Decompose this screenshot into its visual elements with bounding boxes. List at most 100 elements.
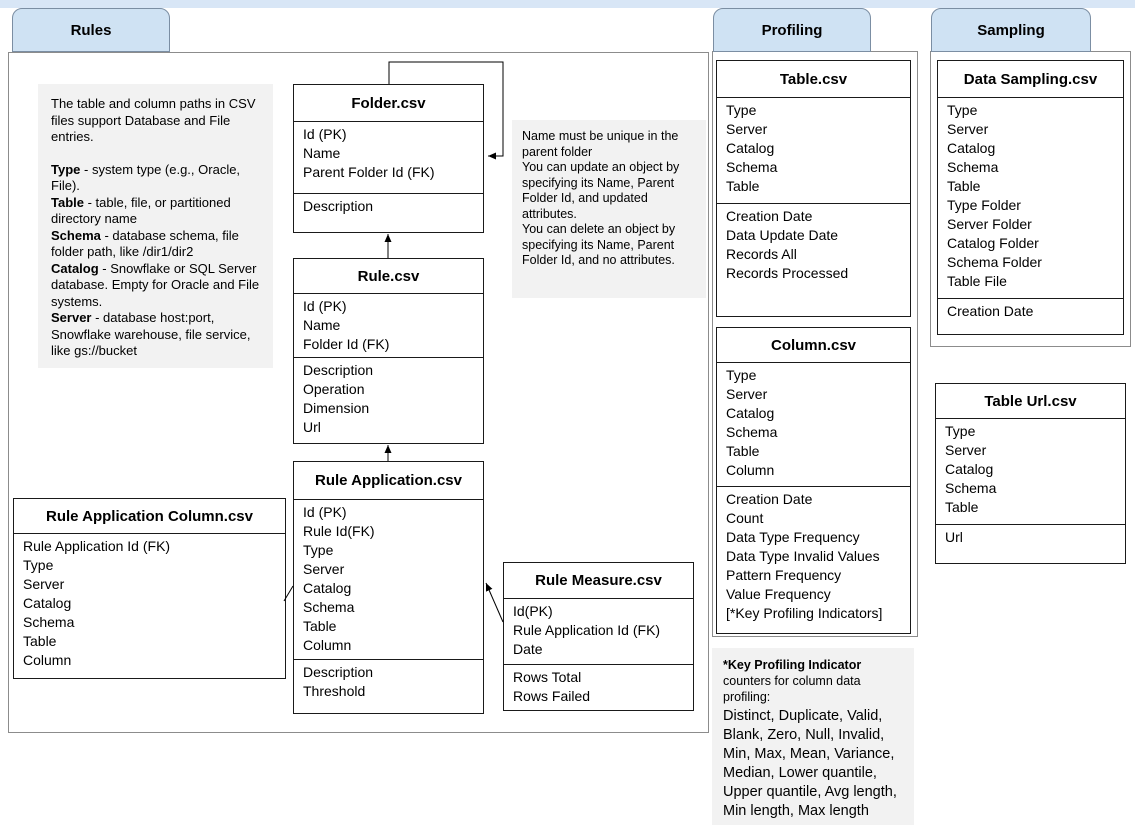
definition-row: Catalog - Snowflake or SQL Server databa… xyxy=(51,260,260,309)
group-tab-sampling: Sampling xyxy=(931,8,1091,52)
note-kpi-subtext: counters for column data profiling: xyxy=(723,674,861,704)
attribute-row: Schema xyxy=(726,159,778,175)
attribute-row: Schema xyxy=(303,599,355,615)
group-tab-profiling: Profiling xyxy=(713,8,871,52)
attribute-row: Table xyxy=(303,618,337,634)
attribute-row: Type xyxy=(23,557,54,573)
entity-column-title: Column.csv xyxy=(717,328,910,363)
attribute-row: Creation Date xyxy=(726,491,813,507)
attribute-row: Table xyxy=(726,178,760,194)
attribute-row: Table xyxy=(23,633,57,649)
definition-row: Server - database host:port, Snowflake w… xyxy=(51,310,251,358)
attribute-row: Url xyxy=(303,419,321,435)
entity-table-url-title: Table Url.csv xyxy=(936,384,1125,419)
attribute-row: Catalog xyxy=(303,580,352,596)
note-kpi-list: Distinct, Duplicate, Valid, Blank, Zero,… xyxy=(723,708,897,819)
attribute-row: Id (PK) xyxy=(303,126,347,142)
attribute-row: [*Key Profiling Indicators] xyxy=(726,605,883,621)
group-tab-profiling-label: Profiling xyxy=(761,21,823,39)
attribute-row: Server xyxy=(303,561,345,577)
attribute-row: Server xyxy=(726,121,768,137)
attribute-row: Type xyxy=(726,102,757,118)
attribute-row: Column xyxy=(23,652,72,668)
attribute-row: Schema Folder xyxy=(947,254,1042,270)
attribute-row: Id (PK) xyxy=(303,504,347,520)
attribute-row: Records Processed xyxy=(726,265,849,281)
attribute-row: Data Type Frequency xyxy=(726,529,860,545)
attribute-row: Catalog xyxy=(726,405,775,421)
attribute-row: Type xyxy=(945,423,976,439)
attribute-row: Data Update Date xyxy=(726,227,839,243)
entity-folder-attrs: Description xyxy=(294,193,483,232)
attribute-row: Creation Date xyxy=(947,303,1034,319)
attribute-row: Table xyxy=(726,443,760,459)
entity-rule-application-column-csv: Rule Application Column.csv Rule Applica… xyxy=(13,498,286,679)
attribute-row: Catalog xyxy=(23,595,72,611)
attribute-row: Operation xyxy=(303,381,365,397)
attribute-row: Folder Id (FK) xyxy=(303,336,390,352)
attribute-row: Schema xyxy=(947,159,999,175)
note-spacer xyxy=(51,146,261,162)
attribute-row: Parent Folder Id (FK) xyxy=(303,164,435,180)
entity-data-sampling-title: Data Sampling.csv xyxy=(938,61,1123,98)
attribute-row: Schema xyxy=(945,480,997,496)
note-csv-paths-definitions: Type - system type (e.g., Oracle, File).… xyxy=(51,162,261,360)
entity-rule-application-title: Rule Application.csv xyxy=(294,462,483,500)
attribute-row: Column xyxy=(303,637,352,653)
attribute-row: Type xyxy=(947,102,978,118)
definition-row: Schema - database schema, file folder pa… xyxy=(51,227,239,260)
group-tab-sampling-label: Sampling xyxy=(977,21,1045,39)
attribute-row: Type xyxy=(303,542,334,558)
attribute-row: Dimension xyxy=(303,400,370,416)
entity-data-sampling-attrs: Creation Date xyxy=(938,298,1123,334)
attribute-row: Column xyxy=(726,462,775,478)
attribute-row: Id(PK) xyxy=(513,603,553,619)
attribute-row: Description xyxy=(303,664,374,680)
entity-rule-measure-keys: Id(PK) Rule Application Id (FK) Date xyxy=(504,599,693,664)
entity-rule-title: Rule.csv xyxy=(294,259,483,294)
definition-row: Table - table, file, or partitioned dire… xyxy=(51,194,231,227)
attribute-row: Type xyxy=(726,367,757,383)
attribute-row: Creation Date xyxy=(726,208,813,224)
note-folder-uniqueness: Name must be unique in the parent folder… xyxy=(512,120,706,298)
attribute-row: Catalog xyxy=(945,461,994,477)
group-tab-rules-label: Rules xyxy=(70,21,112,39)
attribute-row: Name xyxy=(303,145,341,161)
attribute-row: Name xyxy=(303,317,341,333)
attribute-row: Rule Application Id (FK) xyxy=(23,538,171,554)
attribute-row: Table xyxy=(945,499,979,515)
attribute-row: Date xyxy=(513,641,543,657)
attribute-row: Type Folder xyxy=(947,197,1021,213)
group-tab-rules: Rules xyxy=(12,8,170,52)
attribute-row: Table File xyxy=(947,273,1007,289)
attribute-row: Server Folder xyxy=(947,216,1032,232)
attribute-row: Schema xyxy=(23,614,75,630)
entity-rule-application-csv: Rule Application.csv Id (PK)Rule Id(FK)T… xyxy=(293,461,484,714)
attribute-row: Data Type Invalid Values xyxy=(726,548,880,564)
attribute-row: Rows Total xyxy=(513,669,582,685)
attribute-row: Rule Application Id (FK) xyxy=(513,622,661,638)
attribute-row: Server xyxy=(945,442,987,458)
entity-rule-measure-csv: Rule Measure.csv Id(PK)Rule Application … xyxy=(503,562,694,711)
attribute-row: Value Frequency xyxy=(726,586,831,602)
note-kpi-heading: *Key Profiling Indicator xyxy=(723,658,862,672)
attribute-row: Description xyxy=(303,362,374,378)
entity-folder-title: Folder.csv xyxy=(294,85,483,122)
entity-table-title: Table.csv xyxy=(717,61,910,98)
